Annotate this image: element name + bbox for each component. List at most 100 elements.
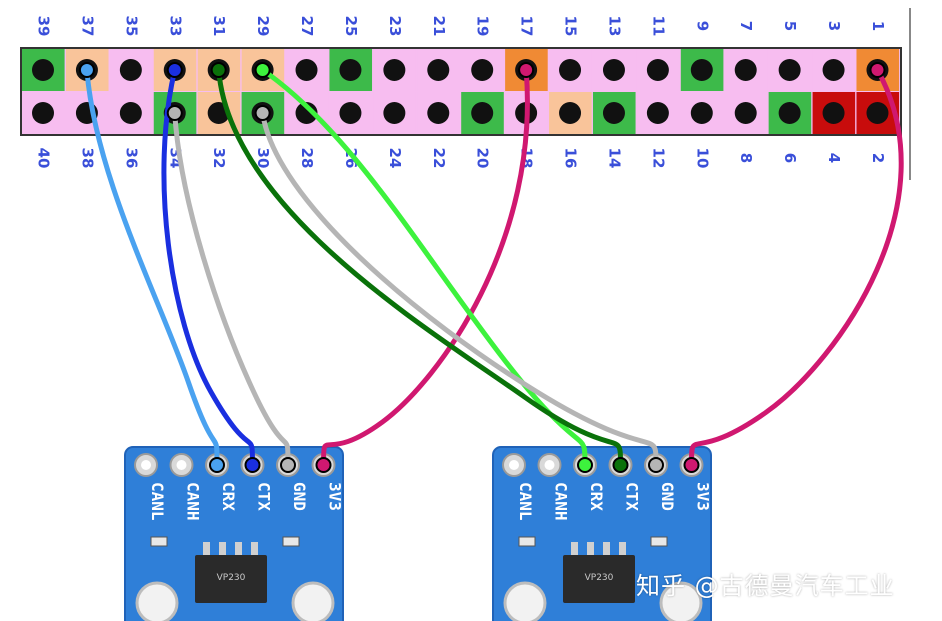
pin-label-16: 16 xyxy=(562,148,580,169)
chip-leg xyxy=(619,542,626,556)
mount-hole xyxy=(291,581,335,621)
chip-leg xyxy=(203,542,210,556)
pin-label-31: 31 xyxy=(210,16,228,37)
pin-label-37: 37 xyxy=(78,16,96,37)
pin-label-32: 32 xyxy=(210,148,228,169)
pin-21[interactable] xyxy=(427,59,450,81)
chip-leg xyxy=(251,542,258,556)
watermark: 知乎 @古德曼汽车工业 xyxy=(636,572,895,600)
wire-end-module2-ctx xyxy=(612,457,629,473)
pin-14[interactable] xyxy=(602,102,625,124)
wire-pin37-to-module1-crx xyxy=(84,67,220,468)
pin-label-6: 6 xyxy=(781,153,799,163)
pin-19[interactable] xyxy=(471,59,494,81)
pin-24[interactable] xyxy=(383,102,406,124)
module-pin-label-gnd: GND xyxy=(658,482,677,511)
smd-capacitor xyxy=(650,536,668,547)
wire-end-pin1 xyxy=(869,62,886,78)
pin-6[interactable] xyxy=(778,102,801,124)
pin-3[interactable] xyxy=(822,59,845,81)
module-pin-label-canl: CANL xyxy=(516,482,535,521)
chip-leg xyxy=(603,542,610,556)
pin-label-4: 4 xyxy=(825,153,843,163)
pin-label-2: 2 xyxy=(869,153,887,163)
module-pin-label-canh: CANH xyxy=(184,482,203,521)
pin-label-22: 22 xyxy=(430,148,448,169)
pin-label-1: 1 xyxy=(869,21,887,31)
chip-leg xyxy=(571,542,578,556)
wire-end-pin34 xyxy=(166,105,183,121)
wire-end-pin37 xyxy=(78,62,95,78)
pin-39[interactable] xyxy=(32,59,54,81)
smd-resistor xyxy=(150,536,168,547)
module-board xyxy=(492,446,712,621)
chip-leg xyxy=(219,542,226,556)
pin-11[interactable] xyxy=(646,59,669,81)
pin-9[interactable] xyxy=(690,59,713,81)
wire-pin1-to-module2-3v3 xyxy=(689,67,904,468)
chip-leg xyxy=(235,542,242,556)
pin-label-25: 25 xyxy=(342,16,360,37)
chip-body xyxy=(195,555,267,603)
pin-22[interactable] xyxy=(427,102,450,124)
mount-hole xyxy=(503,581,547,621)
pin-label-3: 3 xyxy=(825,21,843,31)
pin-25[interactable] xyxy=(339,59,362,81)
module-pin-label-3v3: 3V3 xyxy=(694,482,713,511)
pin-15[interactable] xyxy=(559,59,582,81)
module-pin-hole xyxy=(141,460,151,470)
module-pin-hole xyxy=(544,460,555,470)
mount-hole xyxy=(659,581,703,621)
pin-8[interactable] xyxy=(734,102,757,124)
pin-2[interactable] xyxy=(866,102,889,124)
pin-20[interactable] xyxy=(471,102,494,124)
pin-10[interactable] xyxy=(690,102,713,124)
wire-pin29-to-module2-crx xyxy=(260,67,588,468)
pin-label-17: 17 xyxy=(518,16,536,37)
pin-27[interactable] xyxy=(295,59,318,81)
pin-4[interactable] xyxy=(822,102,845,124)
module-pin-hole xyxy=(176,460,187,470)
pin-label-29: 29 xyxy=(254,16,272,37)
pin-35[interactable] xyxy=(119,59,142,81)
pin-label-15: 15 xyxy=(562,16,580,37)
pin-label-7: 7 xyxy=(737,21,755,31)
pin-label-8: 8 xyxy=(737,153,755,163)
wire-pin34-to-module1-gnd xyxy=(172,110,291,468)
wire-end-module1-crx xyxy=(209,457,225,473)
pin-label-28: 28 xyxy=(298,148,316,169)
pin-7[interactable] xyxy=(734,59,757,81)
pin-28[interactable] xyxy=(295,102,318,124)
pin-12[interactable] xyxy=(646,102,669,124)
wire-pin30-to-module2-gnd xyxy=(260,110,659,468)
pin-16[interactable] xyxy=(559,102,582,124)
smd-resistor xyxy=(518,536,536,547)
pin-36[interactable] xyxy=(119,102,142,124)
smd-capacitor xyxy=(282,536,300,547)
pin-5[interactable] xyxy=(778,59,801,81)
gpio-header xyxy=(20,8,911,180)
wire-end-module2-crx xyxy=(577,457,593,473)
chip-leg xyxy=(587,542,594,556)
wire-end-module2-3v3 xyxy=(683,457,700,473)
mount-hole xyxy=(135,581,179,621)
pin-label-24: 24 xyxy=(386,148,404,169)
pin-label-23: 23 xyxy=(386,16,404,37)
pin-label-30: 30 xyxy=(254,148,272,169)
pin-label-21: 21 xyxy=(430,16,448,37)
wires xyxy=(78,62,904,473)
pin-label-35: 35 xyxy=(122,16,140,37)
pin-13[interactable] xyxy=(602,59,625,81)
pin-label-27: 27 xyxy=(298,16,316,37)
pin-40[interactable] xyxy=(32,102,54,124)
wire-end-module1-gnd xyxy=(280,457,296,473)
pin-label-33: 33 xyxy=(166,16,184,37)
chip-label: VP230 xyxy=(585,573,614,583)
pin-23[interactable] xyxy=(383,59,406,81)
pin-26[interactable] xyxy=(339,102,362,124)
wire-pin31-to-module2-ctx xyxy=(216,67,623,468)
module-pin-hole xyxy=(509,460,519,470)
module-board xyxy=(124,446,344,621)
